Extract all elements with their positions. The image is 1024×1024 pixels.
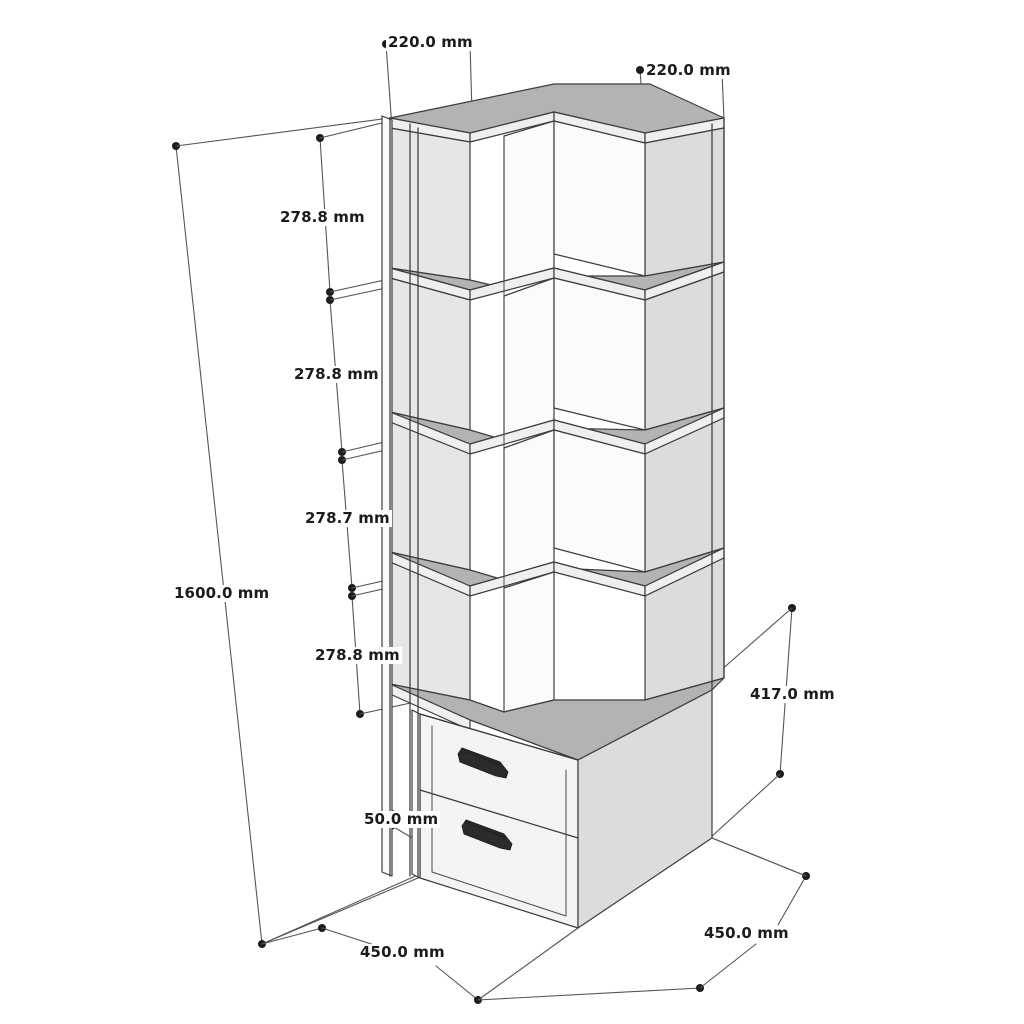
dim-label-gap4: 278.8 mm	[313, 646, 402, 664]
drawer-divider-line-1	[419, 789, 579, 839]
dimline-base-right-c	[773, 875, 807, 933]
dimline-base-left-c	[435, 965, 479, 1001]
tier3-right-inner-panel	[553, 429, 646, 573]
dim-label-gap1: 278.8 mm	[278, 208, 367, 226]
witness-drawer-top	[711, 607, 793, 679]
construction-foot-left	[261, 873, 421, 945]
tier2-right-inner-panel	[553, 277, 646, 431]
dim-label-gap2: 278.8 mm	[292, 365, 381, 383]
tier4-center-divider	[503, 571, 555, 713]
dimline-base-left-a	[261, 927, 323, 945]
drawer-handle-1[interactable]	[457, 747, 509, 779]
dim-label-gap3: 278.7 mm	[303, 509, 392, 527]
tier2-center-divider	[503, 277, 555, 441]
dimline-top-depth-left	[385, 43, 393, 129]
dimpoint-top-depth-right-a	[636, 66, 644, 74]
dimline-total-height	[175, 145, 263, 945]
dimline-base-right-b	[699, 943, 757, 989]
dim-label-base-right: 450.0 mm	[702, 924, 791, 942]
dimline-base-right-a	[477, 987, 701, 1001]
tier1-center-divider	[503, 120, 555, 289]
dim-label-plinth: 50.0 mm	[362, 810, 441, 828]
dimline-top-depth-right-b	[721, 71, 725, 121]
dim-label-drawer-block: 417.0 mm	[748, 685, 837, 703]
tier3-center-divider	[503, 429, 555, 581]
tier1-left-back-panel	[389, 127, 471, 281]
dim-label-top-depth-left: 220.0 mm	[386, 33, 475, 51]
tier1-right-inner-panel	[553, 120, 646, 277]
dim-label-top-depth-right: 220.0 mm	[644, 61, 733, 79]
shelf-4-surface	[389, 677, 725, 761]
dim-label-total-height: 1600.0 mm	[172, 584, 272, 602]
drawer-block-right-face	[577, 689, 713, 929]
witness-drawer-bottom	[709, 773, 781, 839]
witness-total-top	[175, 117, 391, 147]
corner-shelf-unit	[381, 83, 725, 929]
tier2-left-back-panel	[389, 277, 471, 431]
drawer-front-inset	[431, 725, 567, 917]
drawer-top-line	[419, 713, 579, 761]
drawer-handle-2[interactable]	[461, 819, 513, 851]
construction-foot-front	[477, 927, 579, 1001]
construction-foot-right	[711, 837, 807, 877]
drawer-block-left-edge	[411, 709, 421, 879]
dim-label-base-left: 450.0 mm	[358, 943, 447, 961]
